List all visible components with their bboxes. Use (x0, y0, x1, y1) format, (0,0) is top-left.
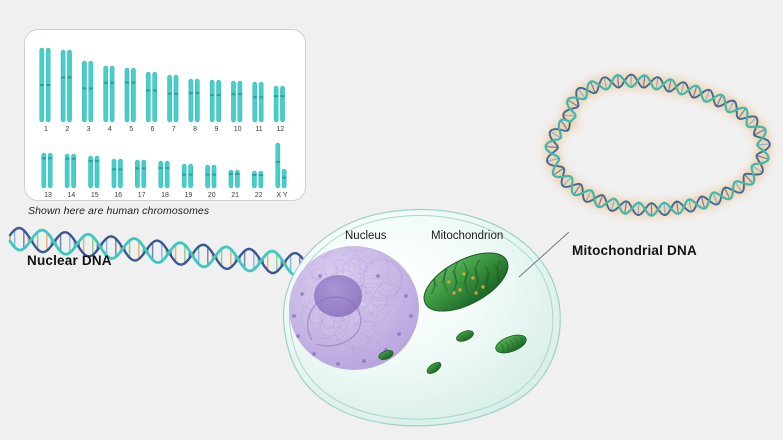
chromosome-number: X Y (276, 192, 288, 199)
nucleus-label: Nucleus (345, 230, 387, 242)
chromosome-pair (60, 49, 72, 123)
chromosome-number: 2 (65, 126, 70, 133)
chromosome-pair (209, 79, 221, 123)
chromosome-number: 11 (255, 126, 263, 133)
chromosome-number: 1 (44, 126, 48, 133)
chromosome-pair (167, 74, 179, 123)
chromosome-pair (205, 164, 217, 189)
chromosome-pair (228, 169, 240, 189)
chromosome-pair (41, 152, 53, 189)
chromosome-pair (88, 155, 100, 189)
chromosome-number: 19 (184, 192, 193, 199)
chromosome-number: 20 (207, 192, 216, 199)
chromosome-number: 8 (193, 126, 198, 133)
chromosome-pair (231, 80, 243, 123)
chromosome-pair (103, 65, 115, 123)
chromosome-pair (64, 153, 76, 189)
chromosome-pair (82, 60, 94, 123)
chromosome-number: 17 (137, 192, 146, 199)
chromosome-number: 13 (44, 192, 52, 199)
mitochondrial-dna-label: Mitochondrial DNA (572, 243, 697, 258)
chromosome-pair (252, 170, 264, 189)
chromosome-pair (39, 47, 51, 123)
chromosome-number: 22 (254, 192, 263, 199)
mitochondrion-label: Mitochondrion (431, 230, 504, 242)
chromosome-pair (181, 163, 193, 189)
chromosome-number: 4 (107, 126, 112, 133)
chromosome-pair (145, 71, 157, 123)
animal-cell (282, 209, 561, 427)
chromosome-pair (111, 158, 123, 189)
chromosome-pair (252, 81, 264, 123)
chromosome-number: 9 (214, 126, 219, 133)
chromosome-number: 16 (114, 192, 123, 199)
chromosome-number: 15 (90, 192, 99, 199)
chromosome-pair (275, 142, 287, 189)
chromosome-number: 12 (276, 126, 285, 133)
chromosome-number: 6 (150, 126, 155, 133)
chromosome-number: 10 (233, 126, 242, 133)
karyotype-caption: Shown here are human chromosomes (28, 205, 210, 217)
chromosome-number: 21 (231, 192, 240, 199)
mitochondrial-dna-loop (544, 73, 772, 217)
chromosome-number: 7 (171, 126, 176, 133)
chromosome-pair (135, 159, 147, 189)
chromosome-pair (273, 85, 285, 123)
chromosome-number: 5 (129, 126, 134, 133)
chromosome-pair (158, 160, 170, 189)
chromosome-pair (124, 67, 136, 123)
chromosome-number: 3 (86, 126, 91, 133)
chromosome-pair (188, 78, 200, 123)
chromosome-number: 14 (67, 192, 76, 199)
nuclear-dna-label: Nuclear DNA (27, 253, 112, 268)
chromosome-number: 18 (161, 192, 169, 199)
karyotype-chromosomes (39, 47, 287, 189)
